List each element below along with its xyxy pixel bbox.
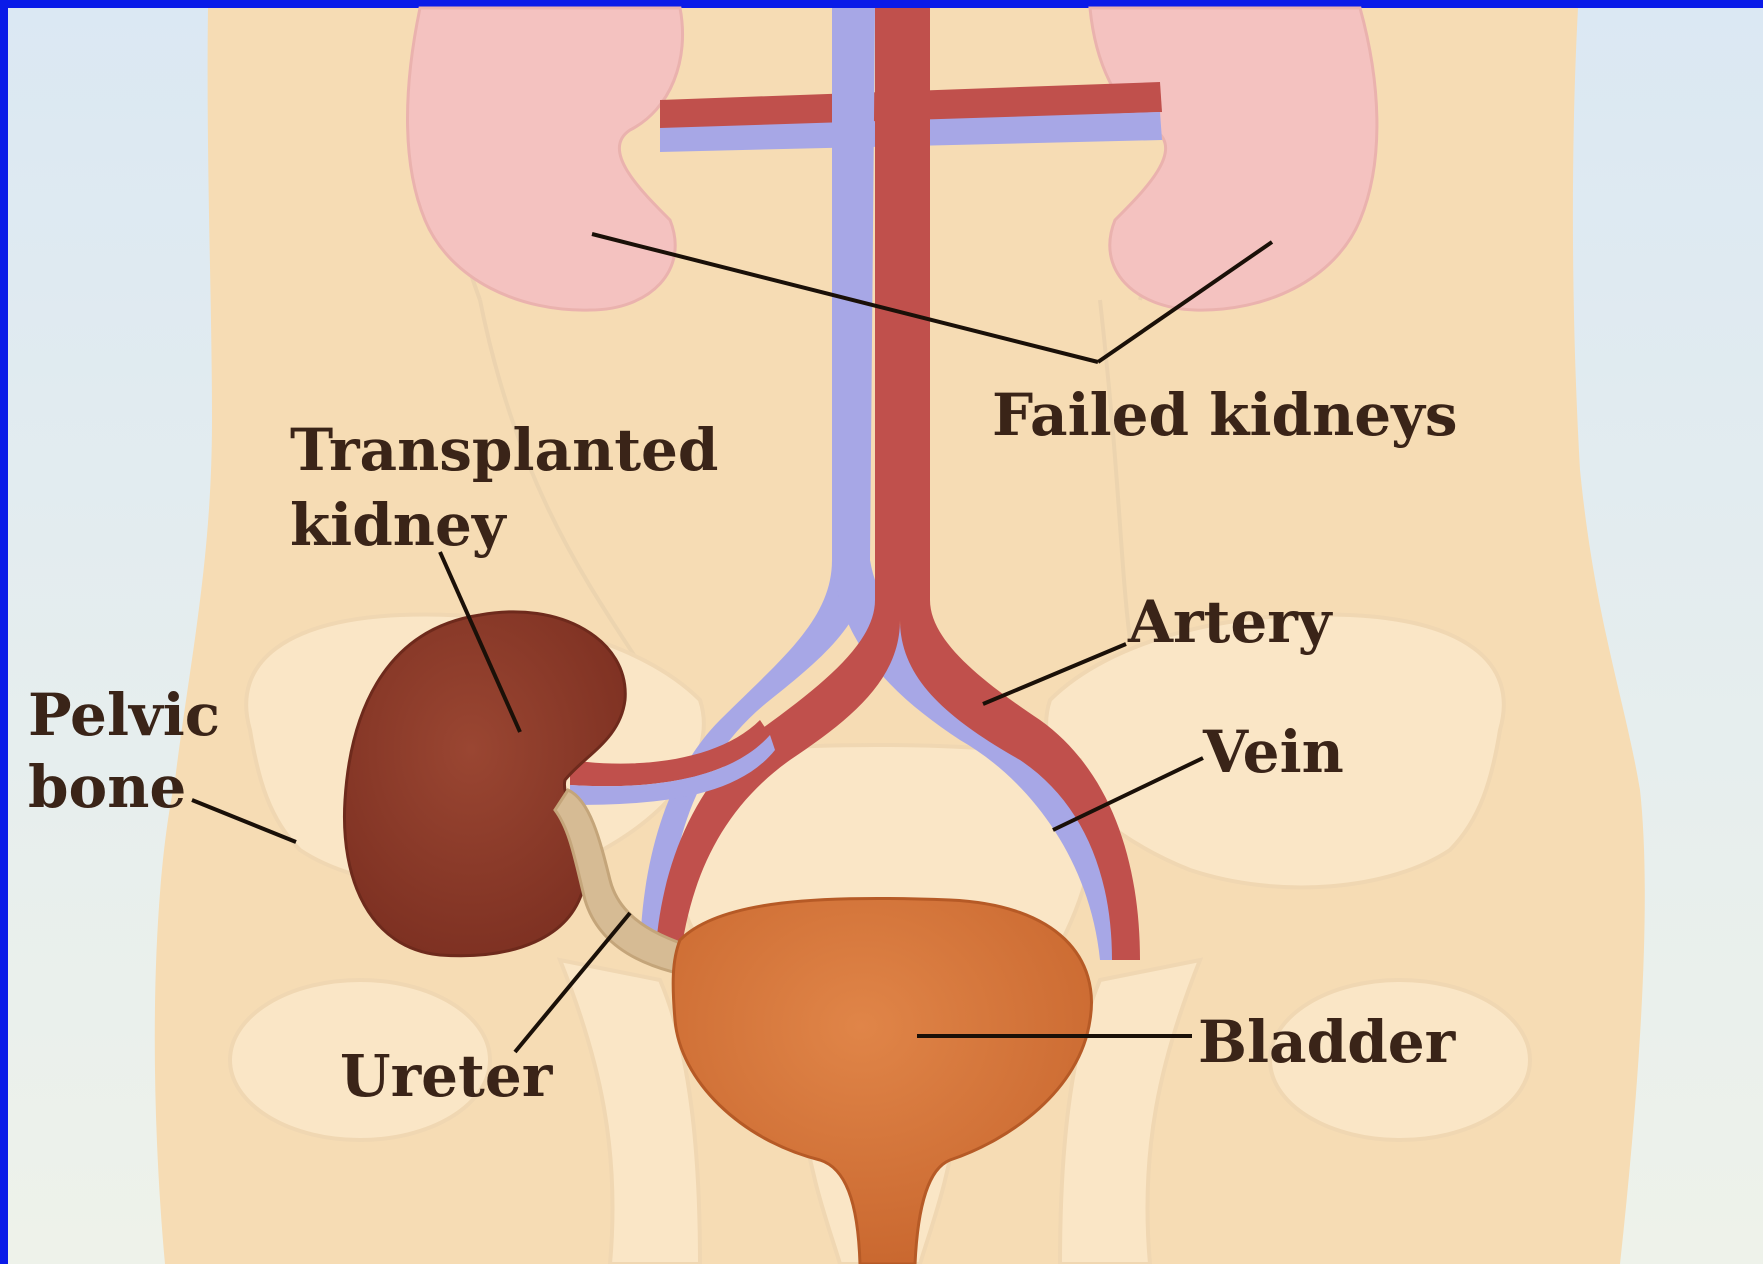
label-transplanted-kidney-line1: Transplanted [290, 416, 719, 484]
label-artery: Artery [1127, 588, 1334, 656]
label-bladder: Bladder [1198, 1008, 1457, 1076]
label-vein: Vein [1202, 718, 1344, 786]
label-ureter: Ureter [340, 1042, 554, 1110]
label-pelvic-bone-line2: bone [28, 753, 186, 821]
label-transplanted-kidney-line2: kidney [290, 491, 508, 559]
label-failed-kidneys: Failed kidneys [992, 381, 1458, 449]
label-pelvic-bone-line1: Pelvic [28, 681, 220, 749]
